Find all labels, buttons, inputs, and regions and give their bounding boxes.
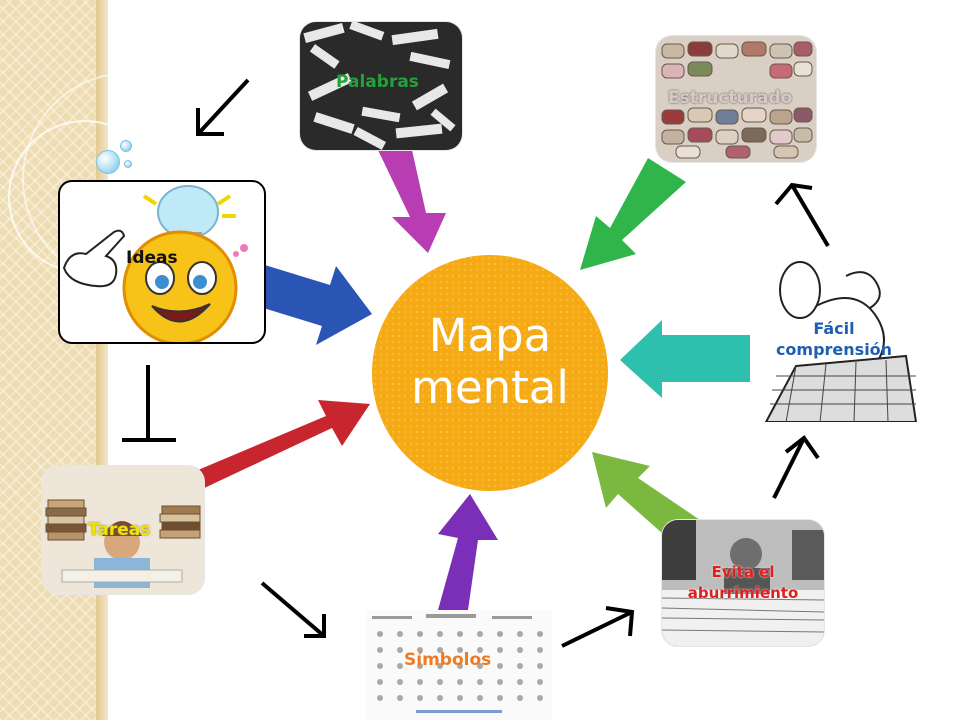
node-evita-label-line1: Evita el — [711, 563, 775, 581]
decorative-bubble — [124, 160, 132, 168]
node-facil-label-line2: comprensión — [775, 340, 893, 359]
symbols-worksheet-image — [372, 614, 543, 713]
node-evita-aburrimiento — [662, 520, 824, 646]
arrow-palabras-to-center — [378, 150, 446, 253]
arrow-evita-to-center — [592, 452, 700, 542]
black-arrow-simbolos-to-evita — [561, 606, 635, 648]
black-arrow-evita-to-facil — [772, 435, 820, 499]
decorative-bubble — [120, 140, 132, 152]
center-title-line1: Mapa — [428, 309, 552, 362]
node-evita-label-line2: aburrimiento — [687, 584, 799, 602]
node-simbolos — [366, 610, 552, 720]
node-ideas-label: Ideas — [126, 248, 178, 268]
node-ideas — [58, 180, 266, 346]
person-with-magnifier-illustration — [764, 261, 918, 423]
arrow-ideas-to-center — [247, 262, 372, 345]
node-facil-label-line1: Fácil — [813, 319, 855, 338]
node-tareas-label: Tareas — [88, 520, 151, 540]
center-node-title: Mapa mental — [372, 310, 608, 414]
arrow-tareas-to-center — [198, 400, 370, 490]
arrow-estructurado-to-center — [580, 158, 686, 270]
black-arrow-to-ideas — [196, 78, 250, 136]
node-palabras-label: Palabras — [336, 72, 419, 92]
node-simbolos-label: Símbolos — [404, 650, 492, 670]
arrow-simbolos-to-center — [438, 494, 498, 610]
node-tareas — [42, 466, 204, 594]
black-arrow-facil-to-estructurado — [774, 182, 830, 248]
node-estructurado-label: Estructurado — [668, 88, 793, 108]
word-clippings-image — [303, 22, 456, 150]
arrow-facil-to-center — [620, 320, 750, 398]
node-evita-label: Evita el aburrimiento — [664, 562, 822, 604]
center-title-line2: mental — [411, 361, 569, 414]
node-facil-comprension — [756, 256, 920, 423]
bored-office-worker-photo — [662, 520, 824, 646]
decorative-bubble — [96, 150, 120, 174]
node-facil-label: Fácil comprensión — [756, 318, 912, 360]
stacked-books-student-image — [45, 499, 201, 588]
black-arrow-ideas-to-tareas — [122, 365, 176, 442]
node-palabras — [300, 22, 462, 150]
smiley-lightbulb-illustration — [62, 185, 248, 346]
node-estructurado — [656, 36, 816, 162]
colored-blocks-image — [661, 41, 813, 159]
center-node-circle — [372, 255, 608, 491]
black-arrow-tareas-to-simbolos — [260, 581, 326, 638]
